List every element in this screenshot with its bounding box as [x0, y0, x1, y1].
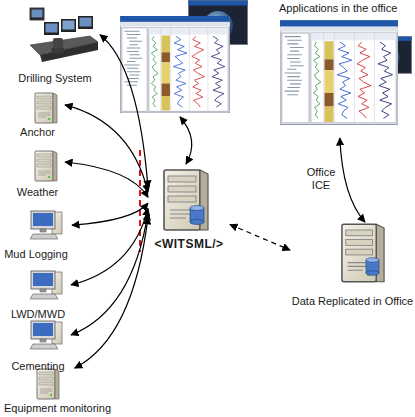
application-group: Applications in the office [275, 2, 413, 138]
node-label: Cementing [11, 360, 64, 372]
data-link-arrow [65, 162, 148, 197]
drilling-console-icon [30, 8, 98, 62]
weather-server-icon [35, 151, 57, 181]
lwd-mwd-pc-icon [30, 271, 62, 299]
node-label: <WITSML/> [154, 238, 223, 250]
node-label: Weather [17, 186, 58, 198]
data-link-arrow [71, 213, 148, 335]
log-screenshot [280, 20, 398, 124]
data-link-arrow [75, 217, 148, 368]
screenshot-link-arrow [180, 117, 192, 164]
cementing-pc-icon [30, 321, 62, 349]
system-icon-node: Drilling System [10, 2, 100, 84]
node-label: Equipment monitoring [4, 402, 111, 414]
witsml-server-icon [164, 170, 208, 230]
system-icon-node: Equipment monitoring [0, 368, 115, 414]
data-link-arrow [72, 203, 148, 225]
log-screenshot [120, 16, 230, 113]
link-label: Office ICE [300, 166, 342, 192]
mud-logging-pc-icon [30, 211, 62, 239]
node-label: Data Replicated in Office [292, 295, 413, 307]
data-link-arrow [65, 105, 148, 192]
system-icon-node: Cementing [5, 316, 71, 372]
database-symbol [190, 206, 204, 225]
node-label: Anchor [20, 126, 55, 138]
equipment-server-icon [37, 369, 59, 399]
boundary-line [139, 150, 141, 252]
data-link-arrow [340, 138, 365, 222]
system-icon-node: Weather [10, 150, 65, 198]
node-label: Mud Logging [4, 248, 68, 260]
office-server-icon [342, 224, 384, 282]
data-link-arrow [100, 35, 148, 188]
system-icon-node: LWD/MWD [5, 266, 71, 320]
node-label: Applications in the office [279, 2, 397, 14]
data-link-arrow [71, 208, 148, 285]
node-label: LWD/MWD [11, 308, 65, 320]
server-node: Data Replicated in Office [290, 222, 415, 307]
data-link-arrow [230, 225, 290, 251]
server-node: <WITSML/> [148, 165, 230, 250]
anchor-server-icon [35, 93, 57, 123]
node-label: Drilling System [18, 72, 91, 84]
system-icon-node: Anchor [10, 92, 65, 138]
database-symbol [366, 258, 379, 276]
system-icon-node: Mud Logging [0, 208, 72, 260]
